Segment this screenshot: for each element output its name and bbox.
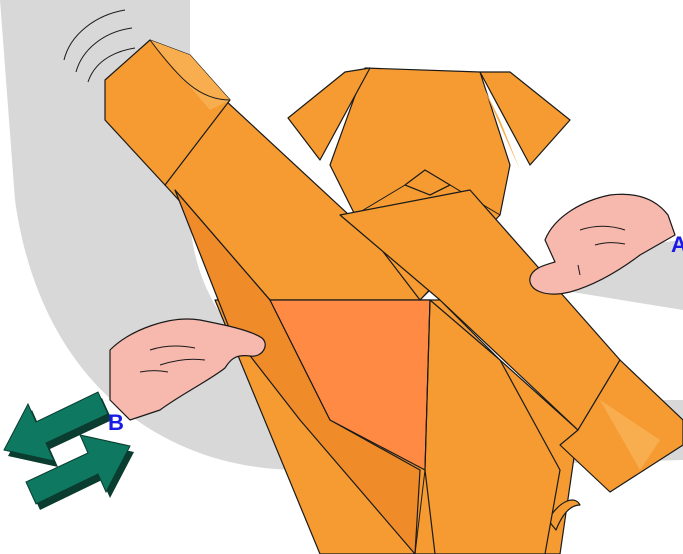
- label-a: A: [671, 232, 683, 257]
- label-b: B: [108, 410, 124, 435]
